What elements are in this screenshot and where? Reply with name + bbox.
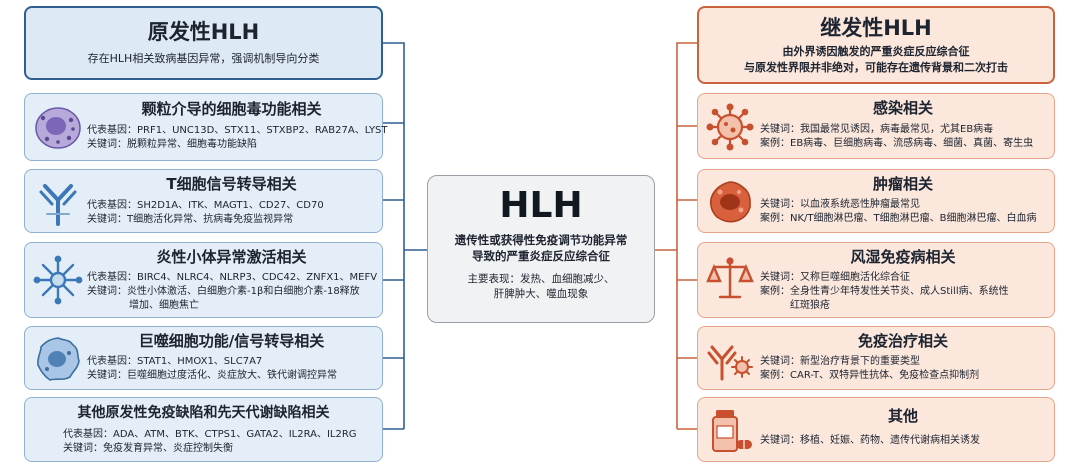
group-line: 红斑狼疮	[790, 300, 830, 311]
group-line: 关键词：新型治疗背景下的重要类型	[760, 356, 920, 367]
group-granule-cytotoxicity: 颗粒介导的细胞毒功能相关 代表基因：PRF1、UNC13D、STX11、STXB…	[24, 93, 388, 161]
group-line: 代表基因：PRF1、UNC13D、STX11、STXBP2、RAB27A、LYS…	[87, 125, 388, 136]
group-line: 关键词：T细胞活化异常、抗病毒免疫监视异常	[87, 214, 294, 225]
group-line: 关键词：我国最常见诱因，病毒最常见，尤其EB病毒	[760, 124, 994, 135]
group-line: 关键词：免疫发育异常、炎症控制失衡	[63, 443, 233, 454]
antibody-receptor-icon	[35, 178, 81, 230]
group-line: 代表基因：SH2D1A、ITK、MAGT1、CD27、CD70	[87, 200, 324, 211]
right-bracket-line	[676, 42, 697, 429]
group-other-primary: 其他原发性免疫缺陷和先天代谢缺陷相关 代表基因：ADA、ATM、BTK、CTPS…	[24, 397, 383, 462]
group-title: 其他原发性免疫缺陷和先天代谢缺陷相关	[77, 405, 330, 421]
group-line: 代表基因：ADA、ATM、BTK、CTPS1、GATA2、IL2RA、IL2RG	[63, 429, 357, 440]
group-line: 代表基因：STAT1、HMOX1、SLC7A7	[87, 356, 263, 367]
group-line: 案例：NK/T细胞淋巴瘤、T细胞淋巴瘤、B细胞淋巴瘤、白血病	[760, 213, 1037, 224]
group-infection: 感染相关 关键词：我国最常见诱因，病毒最常见，尤其EB病毒 案例：EB病毒、巨细…	[697, 93, 1055, 159]
hlh-definition-line: 遗传性或获得性免疫调节功能异常	[454, 233, 628, 247]
group-other-secondary: 其他 关键词：移植、妊娠、药物、遗传代谢病相关诱发	[697, 397, 1055, 462]
hlh-center-box: HLH 遗传性或获得性免疫调节功能异常 导致的严重炎症反应综合征 主要表现：发热…	[427, 175, 655, 323]
hlh-definition-line: 导致的严重炎症反应综合征	[472, 249, 610, 263]
right-connectors	[655, 42, 697, 430]
macrophage-icon	[35, 335, 81, 387]
secondary-hlh-header: 继发性HLH 由外界诱因触发的严重炎症反应综合征 与原发性界限并非绝对，可能存在…	[697, 6, 1055, 84]
group-title: 巨噬细胞功能/信号转导相关	[138, 332, 325, 350]
group-tumor: 肿瘤相关 关键词：以血液系统恶性肿瘤最常见 案例：NK/T细胞淋巴瘤、T细胞淋巴…	[697, 169, 1055, 233]
hlh-title: HLH	[499, 185, 583, 226]
group-title: 风湿免疫病相关	[850, 248, 956, 266]
group-line: 关键词：又称巨噬细胞活化综合征	[760, 272, 910, 283]
inflammasome-icon	[33, 255, 83, 309]
group-line: 关键词：以血液系统恶性肿瘤最常见	[760, 199, 920, 210]
group-line: 关键词：巨噬细胞过度活化、炎症放大、铁代谢调控异常	[87, 370, 337, 381]
primary-hlh-title: 原发性HLH	[147, 20, 260, 44]
group-line: 增加、细胞焦亡	[129, 300, 199, 311]
group-line: 代表基因：BIRC4、NLRC4、NLRP3、CDC42、ZNFX1、MEFV	[87, 272, 378, 283]
hlh-manifestation-line: 主要表现：发热、血细胞减少、	[467, 273, 615, 285]
left-connectors	[383, 42, 427, 430]
group-title: T细胞信号转导相关	[166, 175, 297, 193]
left-bracket-line	[383, 42, 405, 429]
cytotoxic-cell-icon	[33, 104, 83, 156]
tumor-icon	[706, 178, 754, 230]
group-line: 案例：EB病毒、巨细胞病毒、流感病毒、细菌、真菌、寄生虫	[760, 138, 1034, 149]
group-line: 案例：全身性青少年特发性关节炎、成人Still病、系统性	[760, 286, 1009, 297]
group-line: 关键词：移植、妊娠、药物、遗传代谢病相关诱发	[760, 435, 980, 446]
group-title: 免疫治疗相关	[857, 332, 948, 350]
secondary-hlh-subtitle: 由外界诱因触发的严重炎症反应综合征	[782, 45, 970, 58]
group-line: 案例：CAR-T、双特异性抗体、免疫检查点抑制剂	[760, 370, 980, 381]
group-line: 关键词：炎性小体激活、白细胞介素-1β和白细胞介素-18释放	[87, 286, 360, 297]
group-line: 关键词：脱颗粒异常、细胞毒功能缺陷	[87, 139, 257, 150]
group-title: 感染相关	[872, 99, 933, 117]
primary-hlh-header: 原发性HLH 存在HLH相关致病基因异常，强调机制导向分类	[24, 6, 383, 80]
hlh-manifestation-line: 肝脾肿大、噬血现象	[493, 288, 589, 300]
group-inflammasome: 炎性小体异常激活相关 代表基因：BIRC4、NLRC4、NLRP3、CDC42、…	[24, 242, 383, 318]
group-title: 炎性小体异常激活相关	[156, 248, 307, 266]
group-t-cell-signaling: T细胞信号转导相关 代表基因：SH2D1A、ITK、MAGT1、CD27、CD7…	[24, 169, 383, 233]
group-title: 其他	[887, 407, 918, 425]
group-rheumatic: 风湿免疫病相关 关键词：又称巨噬细胞活化综合征 案例：全身性青少年特发性关节炎、…	[697, 242, 1055, 318]
group-title: 颗粒介导的细胞毒功能相关	[141, 100, 322, 118]
group-immunotherapy: 免疫治疗相关 关键词：新型治疗背景下的重要类型 案例：CAR-T、双特异性抗体、…	[697, 326, 1055, 390]
balance-scale-icon	[706, 255, 754, 307]
secondary-hlh-subtitle: 与原发性界限并非绝对，可能存在遗传背景和二次打击	[744, 61, 1008, 74]
secondary-hlh-title: 继发性HLH	[820, 16, 932, 40]
primary-hlh-subtitle: 存在HLH相关致病基因异常，强调机制导向分类	[87, 52, 320, 65]
virus-icon	[706, 103, 754, 155]
group-macrophage: 巨噬细胞功能/信号转导相关 代表基因：STAT1、HMOX1、SLC7A7 关键…	[24, 326, 383, 390]
group-title: 肿瘤相关	[872, 175, 933, 193]
medicine-bottle-icon	[708, 406, 754, 460]
antibody-icon	[706, 335, 754, 387]
